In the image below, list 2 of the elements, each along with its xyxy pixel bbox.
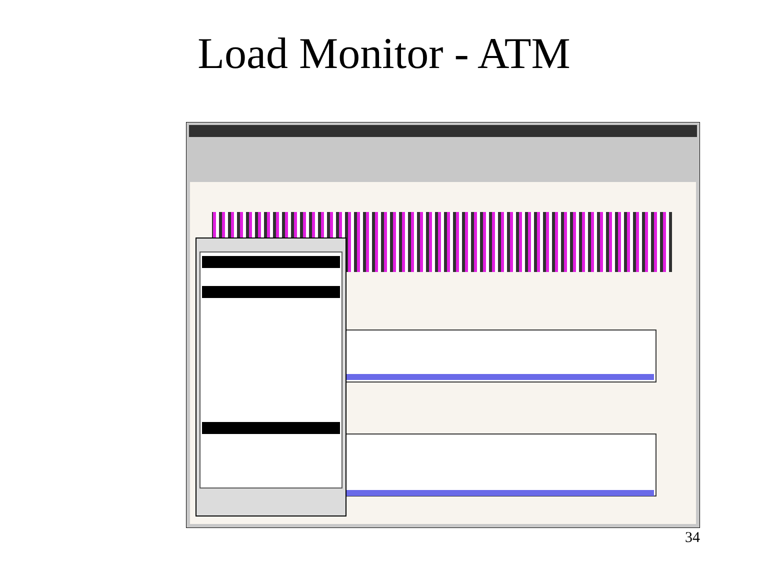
slide-title: Load Monitor - ATM: [196, 28, 572, 79]
page-number: 34: [685, 530, 700, 547]
